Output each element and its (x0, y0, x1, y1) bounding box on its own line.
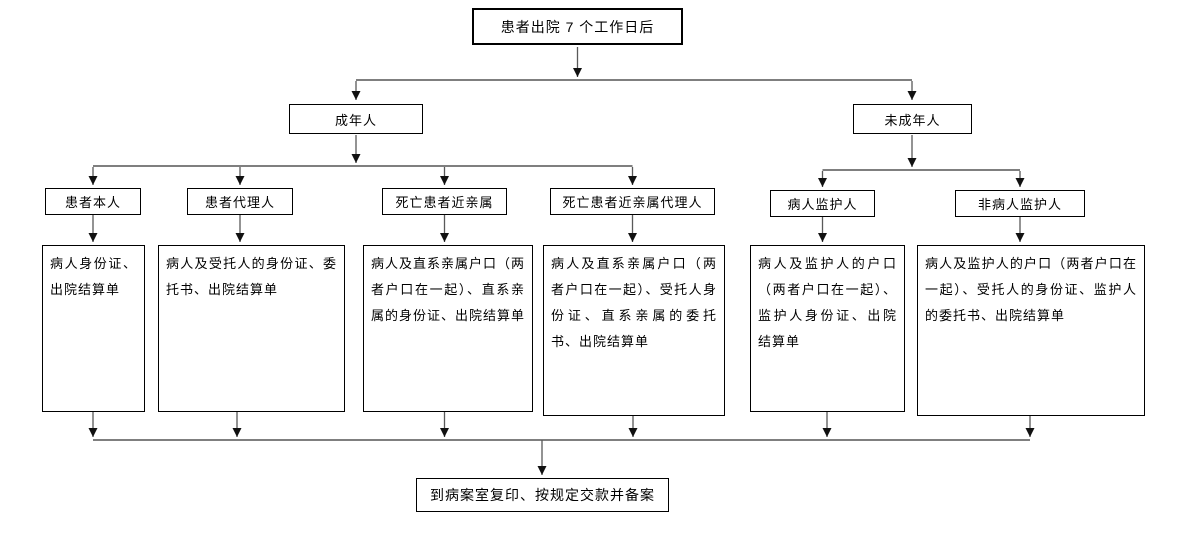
final-box-copy-pay-record: 到病案室复印、按规定交款并备案 (416, 478, 669, 512)
requirements-box-deceased-relative-agent: 病人及直系亲属户口（两者户口在一起）、受托人身份证、直系亲属的委托书、出院结算单 (543, 245, 725, 416)
category-box-deceased-relative: 死亡患者近亲属 (382, 188, 507, 215)
category-box-patient-guardian: 病人监护人 (770, 190, 875, 217)
requirements-box-non-patient-guardian: 病人及监护人的户口（两者户口在一起）、受托人的身份证、监护人的委托书、出院结算单 (917, 245, 1145, 416)
requirements-box-patient-agent: 病人及受托人的身份证、委托书、出院结算单 (158, 245, 345, 412)
root-box-discharge-after-7-days: 患者出院 7 个工作日后 (472, 8, 683, 45)
requirements-box-patient-self: 病人身份证、出院结算单 (42, 245, 145, 412)
category-box-patient-self: 患者本人 (45, 188, 141, 215)
branch-box-minor: 未成年人 (853, 104, 972, 134)
category-box-patient-agent: 患者代理人 (187, 188, 293, 215)
requirements-box-patient-guardian: 病人及监护人的户口（两者户口在一起）、监护人身份证、出院结算单 (750, 245, 905, 412)
category-box-non-patient-guardian: 非病人监护人 (955, 190, 1085, 217)
requirements-box-deceased-relative: 病人及直系亲属户口（两者户口在一起）、直系亲属的身份证、出院结算单 (363, 245, 533, 412)
category-box-deceased-relative-agent: 死亡患者近亲属代理人 (550, 188, 715, 215)
branch-box-adult: 成年人 (289, 104, 423, 134)
